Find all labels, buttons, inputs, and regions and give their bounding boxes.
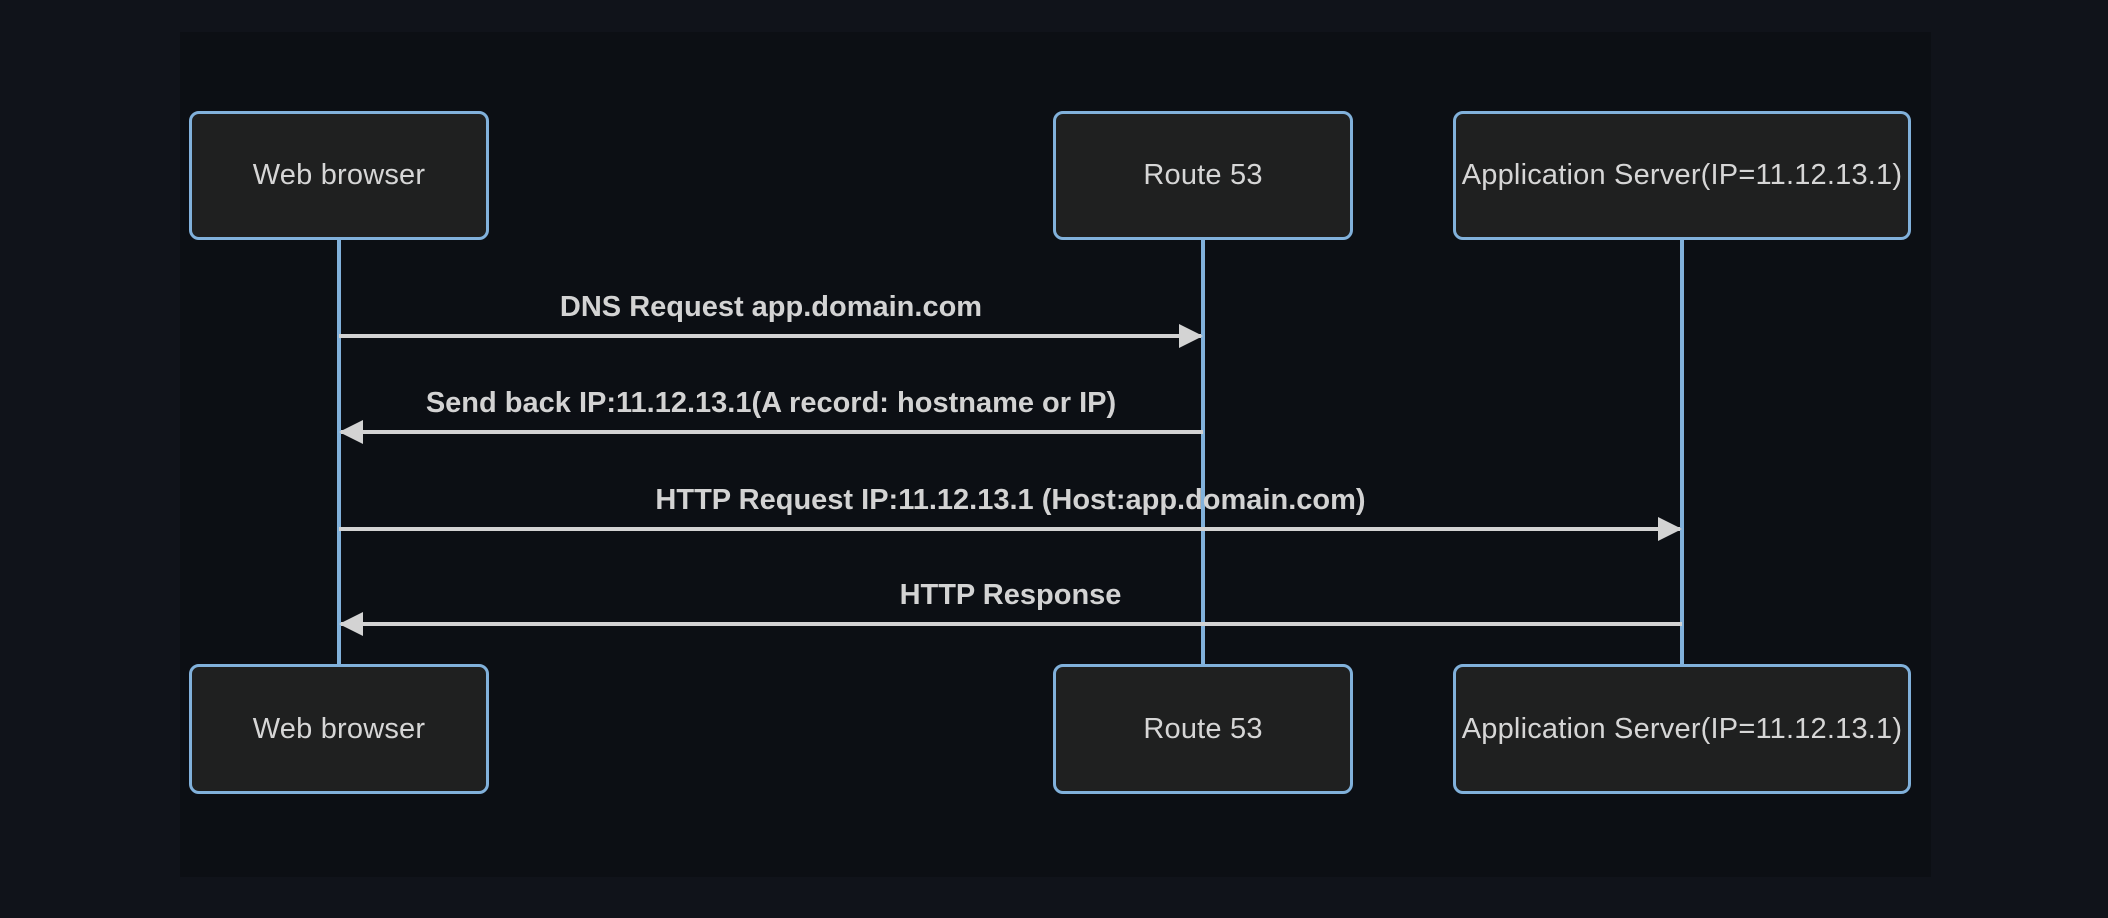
actor-top-web-browser: Web browser [189, 111, 489, 240]
lifeline-app-server [1680, 240, 1684, 664]
message-line-dns-request [339, 334, 1201, 338]
message-line-http-response [341, 622, 1682, 626]
actor-label: Route 53 [1143, 159, 1263, 191]
message-label-http-request: HTTP Request IP:11.12.13.1 (Host:app.dom… [655, 484, 1366, 516]
lifeline-web-browser [337, 240, 341, 664]
actor-bottom-app-server: Application Server(IP=11.12.13.1) [1453, 664, 1911, 794]
lifeline-route53 [1201, 240, 1205, 664]
actor-top-app-server: Application Server(IP=11.12.13.1) [1453, 111, 1911, 240]
message-line-send-back-ip [341, 430, 1203, 434]
message-label-http-response: HTTP Response [899, 579, 1122, 611]
actor-bottom-route53: Route 53 [1053, 664, 1353, 794]
actor-label: Application Server(IP=11.12.13.1) [1461, 159, 1903, 191]
arrowhead-left-icon [339, 420, 363, 444]
actor-label: Web browser [252, 712, 426, 745]
actor-top-route53: Route 53 [1053, 111, 1353, 240]
arrowhead-right-icon [1179, 324, 1203, 348]
actor-label: Web browser [252, 159, 426, 191]
actor-label: Route 53 [1143, 712, 1263, 745]
message-line-http-request [339, 527, 1680, 531]
message-label-send-back-ip: Send back IP:11.12.13.1(A record: hostna… [425, 387, 1117, 419]
arrowhead-right-icon [1658, 517, 1682, 541]
actor-label: Application Server(IP=11.12.13.1) [1461, 712, 1903, 745]
arrowhead-left-icon [339, 612, 363, 636]
message-label-dns-request: DNS Request app.domain.com [559, 291, 983, 323]
actor-bottom-web-browser: Web browser [189, 664, 489, 794]
